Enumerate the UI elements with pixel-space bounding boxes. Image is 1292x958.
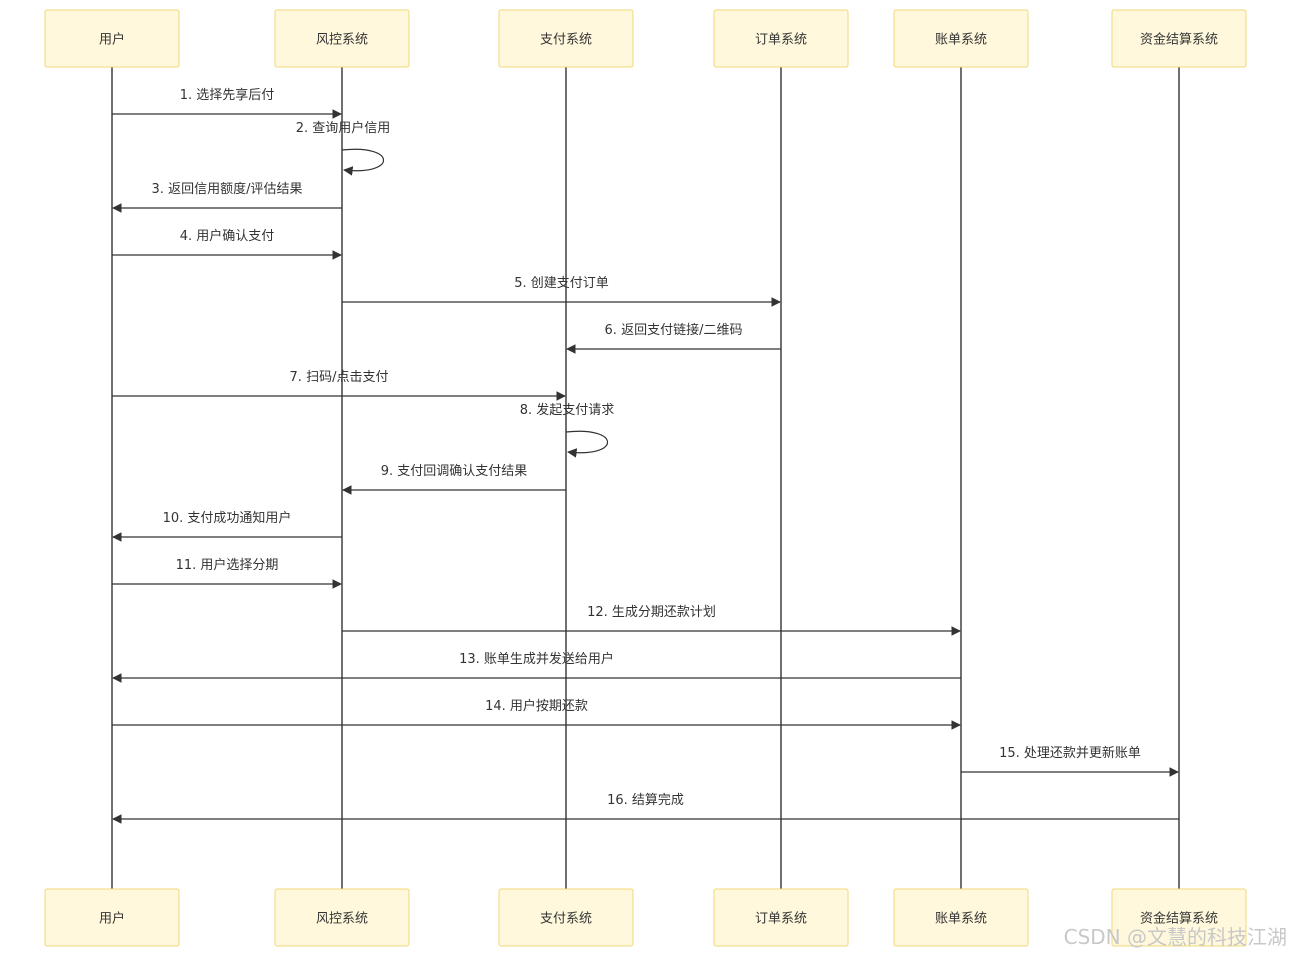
actor-user-top: 用户 xyxy=(44,9,180,68)
message-1: 1. 选择先享后付 xyxy=(112,87,342,119)
self-message-arrow xyxy=(565,430,609,458)
message-15: 15. 处理还款并更新账单 xyxy=(961,745,1179,777)
actor-label: 账单系统 xyxy=(935,912,987,927)
message-9: 9. 支付回调确认支付结果 xyxy=(342,464,566,495)
message-label: 4. 用户确认支付 xyxy=(180,228,275,244)
actor-fund-top: 资金结算系统 xyxy=(1111,9,1247,68)
actor-pay-top: 支付系统 xyxy=(498,9,634,68)
message-16: 16. 结算完成 xyxy=(112,793,1179,824)
message-label: 3. 返回信用额度/评估结果 xyxy=(152,181,303,197)
actor-label: 风控系统 xyxy=(316,912,368,927)
actor-label: 账单系统 xyxy=(935,33,987,48)
actor-box xyxy=(713,888,849,947)
actor-label: 订单系统 xyxy=(755,33,807,48)
actor-user-bottom: 用户 xyxy=(44,888,180,947)
message-label: 10. 支付成功通知用户 xyxy=(163,510,292,526)
message-label: 7. 扫码/点击支付 xyxy=(290,370,389,385)
message-10: 10. 支付成功通知用户 xyxy=(112,510,342,542)
message-3: 3. 返回信用额度/评估结果 xyxy=(112,181,342,213)
message-14: 14. 用户按期还款 xyxy=(112,698,961,730)
actor-fund-bottom: 资金结算系统 xyxy=(1111,888,1247,947)
message-label: 14. 用户按期还款 xyxy=(485,698,588,714)
actor-box xyxy=(1111,9,1247,68)
actor-label: 用户 xyxy=(99,32,125,48)
self-message-arrow xyxy=(341,148,385,176)
actor-label: 资金结算系统 xyxy=(1140,32,1218,48)
actor-label: 订单系统 xyxy=(755,912,807,927)
actor-label: 支付系统 xyxy=(540,33,592,48)
actor-box xyxy=(274,888,410,947)
actor-bill-top: 账单系统 xyxy=(893,9,1029,68)
actor-label: 风控系统 xyxy=(316,33,368,48)
message-label: 2. 查询用户信用 xyxy=(296,120,391,136)
message-8: 8. 发起支付请求 xyxy=(520,402,615,458)
message-label: 5. 创建支付订单 xyxy=(514,276,609,291)
message-13: 13. 账单生成并发送给用户 xyxy=(112,651,961,683)
actor-risk-top: 风控系统 xyxy=(274,9,410,68)
actor-risk-bottom: 风控系统 xyxy=(274,888,410,947)
message-label: 12. 生成分期还款计划 xyxy=(587,605,716,620)
message-label: 11. 用户选择分期 xyxy=(176,557,279,573)
actor-box xyxy=(713,9,849,68)
actor-label: 用户 xyxy=(99,911,125,927)
message-label: 1. 选择先享后付 xyxy=(180,87,275,103)
actor-label: 资金结算系统 xyxy=(1140,911,1218,927)
message-7: 7. 扫码/点击支付 xyxy=(112,370,566,401)
watermark: CSDN @文慧的科技江湖 xyxy=(1064,925,1287,949)
message-2: 2. 查询用户信用 xyxy=(296,120,391,176)
actor-order-top: 订单系统 xyxy=(713,9,849,68)
message-label: 13. 账单生成并发送给用户 xyxy=(459,651,614,667)
actor-box xyxy=(274,9,410,68)
actor-box xyxy=(44,888,180,947)
message-12: 12. 生成分期还款计划 xyxy=(342,605,961,636)
message-label: 9. 支付回调确认支付结果 xyxy=(381,464,528,479)
actor-box xyxy=(1111,888,1247,947)
message-label: 6. 返回支付链接/二维码 xyxy=(605,322,743,338)
message-label: 8. 发起支付请求 xyxy=(520,402,615,418)
message-4: 4. 用户确认支付 xyxy=(112,228,342,260)
actor-order-bottom: 订单系统 xyxy=(713,888,849,947)
message-label: 16. 结算完成 xyxy=(607,793,684,808)
actor-box xyxy=(893,888,1029,947)
actor-pay-bottom: 支付系统 xyxy=(498,888,634,947)
message-label: 15. 处理还款并更新账单 xyxy=(999,745,1141,761)
message-5: 5. 创建支付订单 xyxy=(342,276,781,307)
message-11: 11. 用户选择分期 xyxy=(112,557,342,589)
actor-bill-bottom: 账单系统 xyxy=(893,888,1029,947)
actor-box xyxy=(498,9,634,68)
message-6: 6. 返回支付链接/二维码 xyxy=(566,322,781,354)
actor-label: 支付系统 xyxy=(540,912,592,927)
actor-box xyxy=(893,9,1029,68)
actor-box xyxy=(498,888,634,947)
actor-box xyxy=(44,9,180,68)
